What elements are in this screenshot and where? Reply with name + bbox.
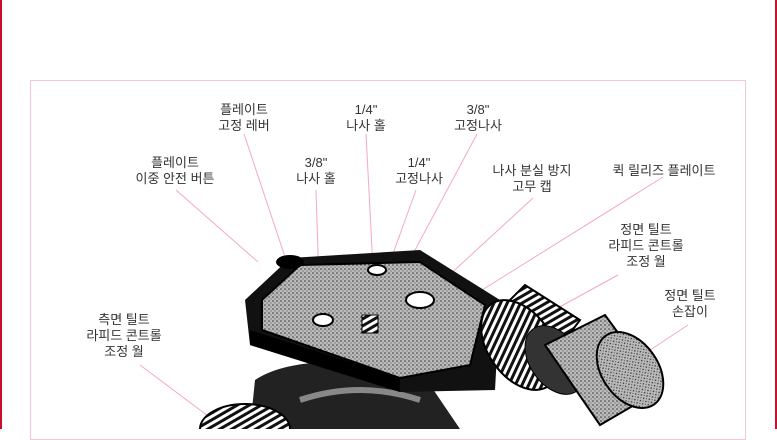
side-tilt-knob	[199, 403, 291, 429]
tripod-head-illustration	[139, 133, 689, 429]
front-tilt-knob	[480, 283, 665, 427]
label-hole-3-8: 3/8"나사 홀	[296, 155, 336, 186]
leader-hole-1-4	[365, 133, 374, 269]
head-body	[245, 250, 500, 429]
label-screw-1-4: 1/4"고정나사	[395, 155, 443, 186]
label-quick-release-plate: 퀵 릴리즈 플레이트	[612, 163, 716, 178]
leader-screw-1-4	[389, 189, 417, 263]
leader-safety-button	[175, 189, 259, 263]
label-screw-3-8: 3/8"고정나사	[454, 102, 502, 133]
leader-quick-release	[449, 176, 664, 311]
right-page-edge	[775, 0, 777, 429]
left-page-edge	[0, 0, 2, 429]
leader-lock-lever	[243, 133, 287, 261]
label-hole-1-4: 1/4"나사 홀	[346, 102, 386, 133]
